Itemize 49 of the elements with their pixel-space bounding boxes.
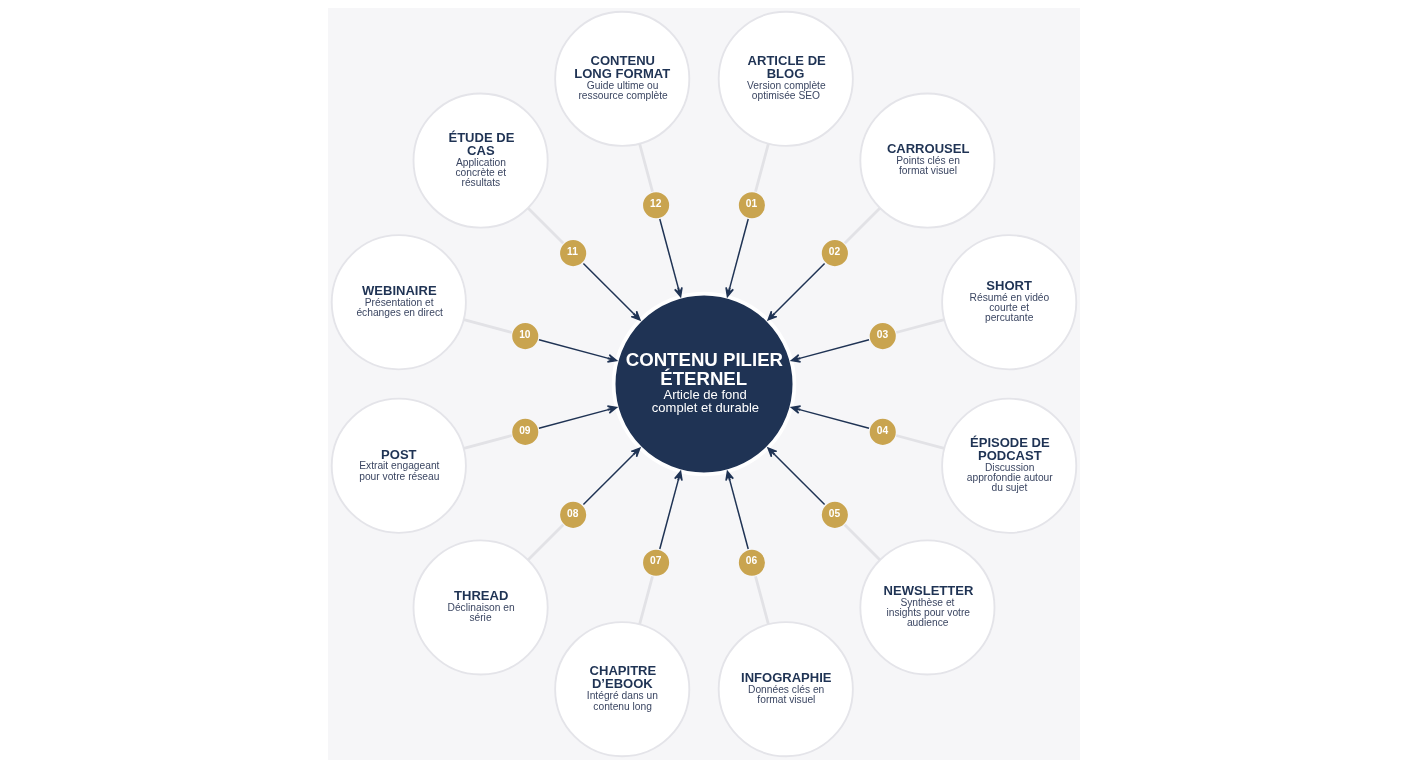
connector bbox=[895, 434, 945, 450]
arrow bbox=[767, 447, 826, 506]
node-circle: 08 bbox=[558, 499, 589, 530]
arrow bbox=[790, 339, 870, 363]
node-circle: CONTENU PILIER ÉTERNEL Article de fond complet et durable bbox=[611, 291, 797, 477]
connector bbox=[463, 318, 513, 334]
arrow bbox=[659, 470, 683, 550]
node-circle: 01 bbox=[737, 190, 767, 221]
connector bbox=[638, 143, 654, 193]
node-circle: 05 bbox=[819, 499, 850, 530]
connector bbox=[527, 207, 565, 245]
connector bbox=[527, 523, 565, 561]
arrow bbox=[767, 262, 826, 321]
connector bbox=[754, 143, 770, 193]
node-circle: 06 bbox=[737, 547, 767, 578]
arrow bbox=[538, 339, 618, 363]
connector bbox=[754, 575, 770, 625]
node-circle: 03 bbox=[867, 321, 898, 351]
node-circle: CONTENU LONG FORMAT Guide ultime ou ressource complète bbox=[554, 10, 691, 147]
node-circle: ARTICLE DE BLOG Version complète optimisée SEO bbox=[717, 10, 854, 147]
connector bbox=[843, 523, 881, 561]
node-circle: NEWSLETTER Synthèse et insights pour votre audience bbox=[859, 539, 996, 676]
node-circle: WEBINAIRE Présentation et échanges en direct bbox=[330, 234, 467, 371]
arrow bbox=[790, 405, 870, 429]
node-circle: ÉTUDE DE CAS Application concrète et résultats bbox=[412, 92, 549, 229]
connector bbox=[638, 575, 654, 625]
arrow bbox=[725, 470, 749, 550]
arrow bbox=[659, 218, 683, 298]
node-circle: INFOGRAPHIE Données clés en format visuel bbox=[717, 621, 854, 758]
arrow bbox=[538, 405, 618, 429]
node-circle: 02 bbox=[819, 238, 850, 269]
connector bbox=[463, 434, 513, 450]
node-circle: THREAD Déclinaison en série bbox=[412, 539, 549, 676]
arrow bbox=[725, 218, 749, 298]
node-circle: SHORT Résumé en vidéo courte et percutante bbox=[941, 234, 1078, 371]
node-circle: 12 bbox=[641, 190, 671, 221]
node-circle: 04 bbox=[867, 417, 898, 447]
node-circle: 09 bbox=[510, 417, 541, 447]
connector bbox=[843, 207, 881, 245]
node-circle: ÉPISODE DE PODCAST Discussion approfondie autour du sujet bbox=[941, 397, 1078, 534]
arrow bbox=[582, 262, 641, 321]
node-circle: 07 bbox=[641, 547, 671, 578]
node-circle: 10 bbox=[510, 321, 541, 351]
node-circle: 11 bbox=[558, 238, 589, 269]
node-circle: CHAPITRE D’EBOOK Intégré dans un contenu long bbox=[554, 621, 691, 758]
node-circle: CARROUSEL Points clés en format visuel bbox=[859, 92, 996, 229]
arrow bbox=[582, 447, 641, 506]
node-circle: POST Extrait engageant pour votre réseau bbox=[330, 397, 467, 534]
connector bbox=[895, 318, 945, 334]
